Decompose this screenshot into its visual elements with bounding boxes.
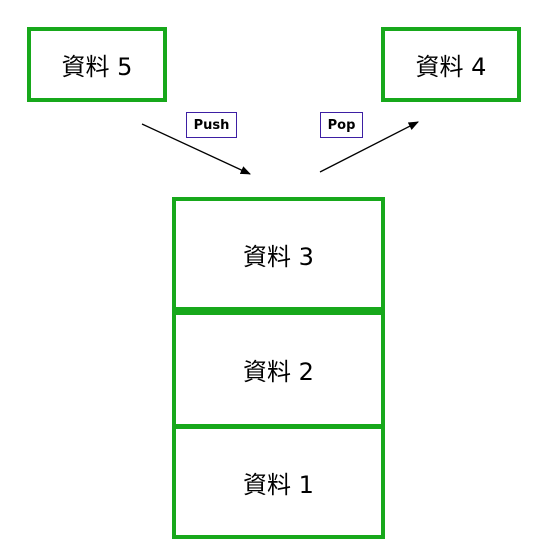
outgoing-data-label: 資料 4 [415, 53, 487, 81]
incoming-data-label: 資料 5 [61, 53, 133, 81]
stack-item-label: 資料 2 [243, 358, 314, 386]
stack-item-middle: 資料 2 [172, 311, 385, 428]
outgoing-data-box: 資料 4 [381, 27, 521, 102]
stack-item-label: 資料 3 [243, 242, 314, 271]
push-label: Push [186, 112, 237, 138]
pop-label: Pop [320, 112, 363, 138]
stack-item-top: 資料 3 [172, 197, 385, 311]
pop-arrow [319, 121, 419, 173]
stack-item-bottom: 資料 1 [172, 425, 385, 539]
incoming-data-box: 資料 5 [27, 27, 167, 102]
stack-item-label: 資料 1 [243, 470, 314, 499]
push-arrow [141, 123, 251, 175]
